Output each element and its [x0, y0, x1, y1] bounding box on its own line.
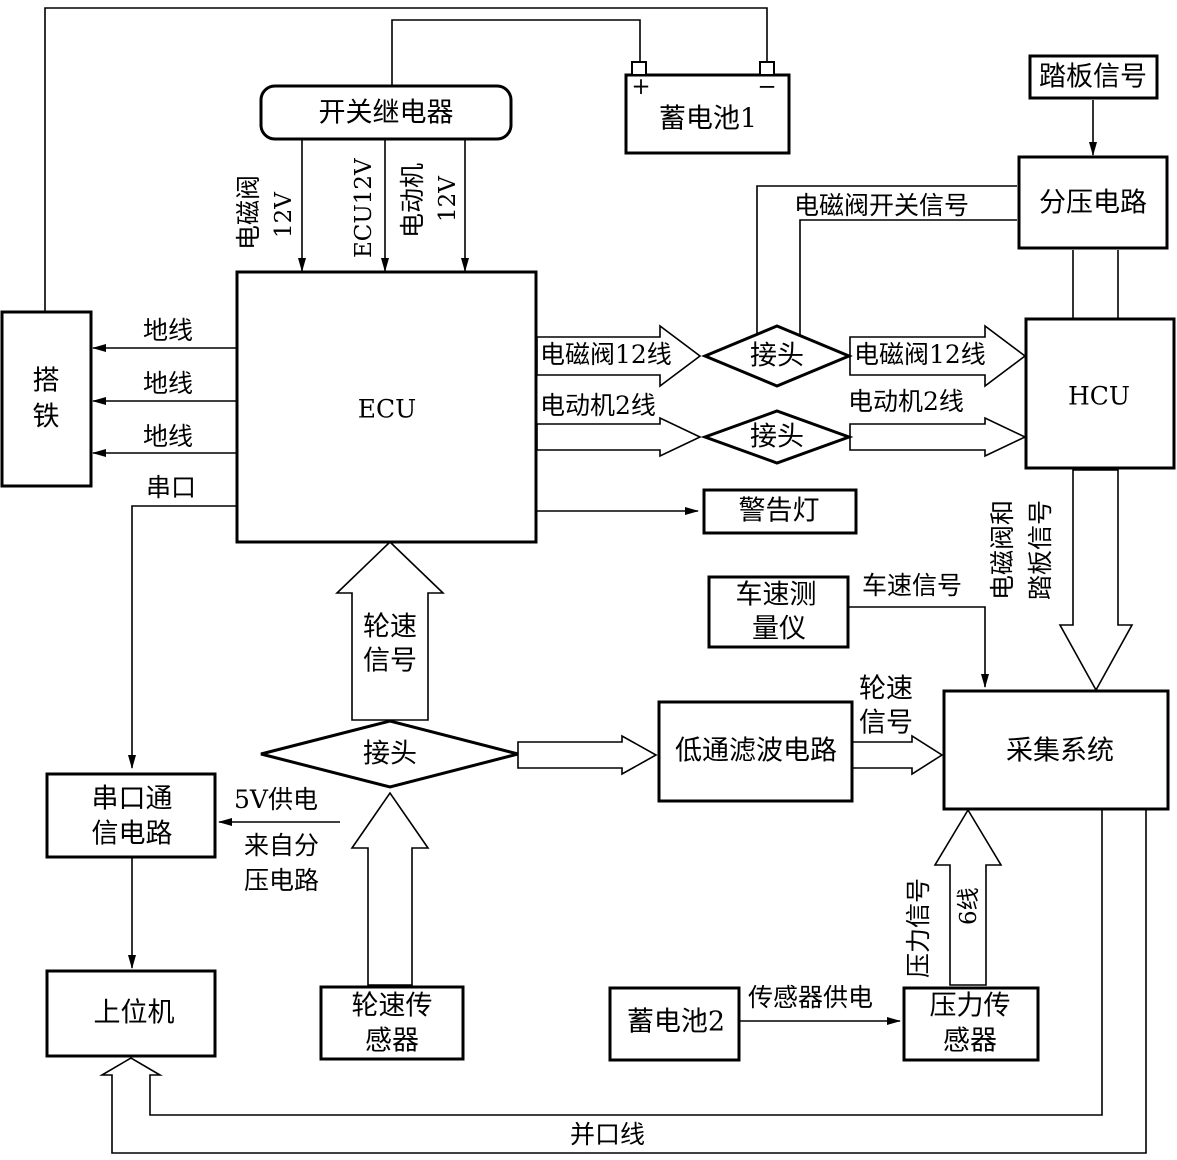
wheel-speed-right-label-2: 信号: [859, 708, 913, 739]
valve-switch-label: 电磁阀开关信号: [794, 191, 969, 220]
speed-meter-label-2: 量仪: [752, 614, 806, 645]
serial-wire-label: 串口: [146, 473, 196, 502]
valve-switch-wire-inner: [799, 219, 1017, 335]
relay-out1-label-2: 12V: [271, 192, 297, 238]
pressure-sensor-block: [902, 986, 1040, 1062]
ground-block: [0, 310, 93, 488]
battery1-label: 蓄电池1: [659, 104, 757, 135]
battery1-minus-sign: −: [757, 74, 776, 100]
to-lowpass-arrow: [517, 734, 658, 776]
ground-wire-label-2: 地线: [143, 369, 193, 398]
motor-2-arrow-1: [536, 416, 702, 458]
valve-pedal-label-1: 电磁阀和: [988, 500, 1017, 600]
hcu-to-acquisition-arrow: [1058, 469, 1134, 692]
host-label: 上位机: [94, 998, 175, 1029]
serial-wire: [128, 505, 237, 769]
serial-comm-block: [45, 772, 217, 859]
motor-2-label-1: 电动机2线: [540, 391, 656, 420]
wheel-sensor-label-1: 轮速传: [352, 991, 433, 1022]
joint3-block: [260, 719, 519, 789]
from-divider-label-2: 压电路: [244, 866, 319, 895]
wheel-speed-up-arrow: [335, 540, 445, 721]
hcu-label: HCU: [1068, 382, 1130, 411]
acquisition-block: [942, 689, 1170, 811]
relay-out3-label-2: 12V: [435, 176, 461, 222]
divider-block: [1017, 155, 1169, 250]
motor-2-label-2: 电动机2线: [848, 387, 964, 416]
lowpass-block: [657, 700, 854, 803]
lowpass-label: 低通滤波电路: [675, 736, 837, 767]
wheel-sensor-arrow: [350, 791, 430, 986]
wheel-sensor-block: [319, 985, 465, 1061]
battery1-minus-terminal: [759, 61, 775, 76]
pressure-sensor-label-2: 感器: [943, 1026, 997, 1057]
motor-2-arrow-2: [849, 416, 1027, 458]
ground-wire-label-3: 地线: [143, 422, 193, 451]
wheel-speed-up-label-1: 轮速: [363, 612, 417, 643]
six-wire-label: 6线: [956, 887, 982, 925]
serial-comm-label-1: 串口通: [92, 784, 173, 815]
joint1-block: [701, 324, 853, 388]
battery1-plus-sign: +: [631, 74, 650, 100]
relay-block: [259, 84, 513, 141]
wheel-sensor-label-2: 感器: [365, 1026, 419, 1057]
parallel-line-arrow: [99, 810, 1147, 1154]
wire-labels: 电磁阀 12V ECU12V 电动机 12V 地线 地线 地线 串口 电磁阀开关…: [143, 158, 1055, 1149]
power-5v-label: 5V供电: [234, 785, 318, 814]
valve-12-label-2: 电磁阀12线: [854, 340, 986, 369]
host-block: [45, 969, 217, 1058]
joint2-block: [700, 409, 854, 465]
sensor-power-label: 传感器供电: [748, 983, 873, 1012]
pedal-signal-block: [1028, 54, 1159, 100]
pressure-signal-arrow: [933, 808, 1003, 986]
serial-comm-label-2: 信电路: [92, 819, 173, 850]
vehicle-speed-wire: [849, 606, 989, 688]
ecu-block: [235, 270, 538, 544]
acquisition-label: 采集系统: [1006, 736, 1114, 767]
ground-to-battery-wire: [44, 7, 768, 312]
joint3-label: 接头: [363, 739, 417, 770]
pressure-signal-label: 压力信号: [904, 878, 933, 978]
battery2-label: 蓄电池2: [627, 1007, 725, 1038]
valve-12-label-1: 电磁阀12线: [540, 340, 672, 369]
valve-pedal-label-2: 踏板信号: [1026, 500, 1055, 600]
from-divider-label-1: 来自分: [244, 831, 319, 860]
battery1-block: [624, 73, 791, 155]
valve-switch-wire-outer: [756, 185, 1017, 335]
joint2-label: 接头: [750, 422, 804, 453]
wheel-speed-up-label-2: 信号: [363, 646, 417, 677]
warning-lamp-label: 警告灯: [739, 496, 820, 527]
speed-meter-block: [707, 575, 850, 649]
signal-arrows: [99, 324, 1147, 1154]
relay-out2-label: ECU12V: [351, 158, 377, 258]
valve-12-arrow-1: [536, 324, 702, 388]
parallel-line-label: 并口线: [570, 1120, 645, 1149]
to-acquisition-arrow: [851, 734, 944, 776]
ecu-label: ECU: [358, 395, 416, 424]
warning-lamp-block: [702, 488, 858, 535]
battery1-plus-terminal: [631, 61, 647, 76]
wheel-speed-right-label-1: 轮速: [859, 674, 913, 705]
ground-wire-label-1: 地线: [143, 316, 193, 345]
relay-to-battery-wire: [391, 19, 641, 86]
relay-out3-label-1: 电动机: [398, 163, 427, 238]
speed-meter-label-1: 车速测: [736, 580, 817, 611]
ground-label-1: 搭: [33, 366, 60, 397]
valve-12-arrow-2: [849, 324, 1027, 388]
pedal-signal-label: 踏板信号: [1039, 62, 1147, 93]
blocks: 开关继电器 + − 蓄电池1 搭 铁 ECU 踏板信号 分压电路 HCU 接头 …: [0, 54, 1176, 1062]
pressure-sensor-label-1: 压力传: [930, 991, 1011, 1022]
vehicle-speed-label: 车速信号: [862, 571, 962, 600]
relay-out1-label-1: 电磁阀: [234, 175, 263, 250]
ground-label-2: 铁: [33, 402, 60, 433]
relay-label: 开关继电器: [319, 98, 454, 129]
hcu-label-bg: [1060, 382, 1140, 412]
battery2-block: [608, 986, 741, 1062]
divider-label: 分压电路: [1039, 188, 1147, 219]
joint1-label: 接头: [750, 341, 804, 372]
